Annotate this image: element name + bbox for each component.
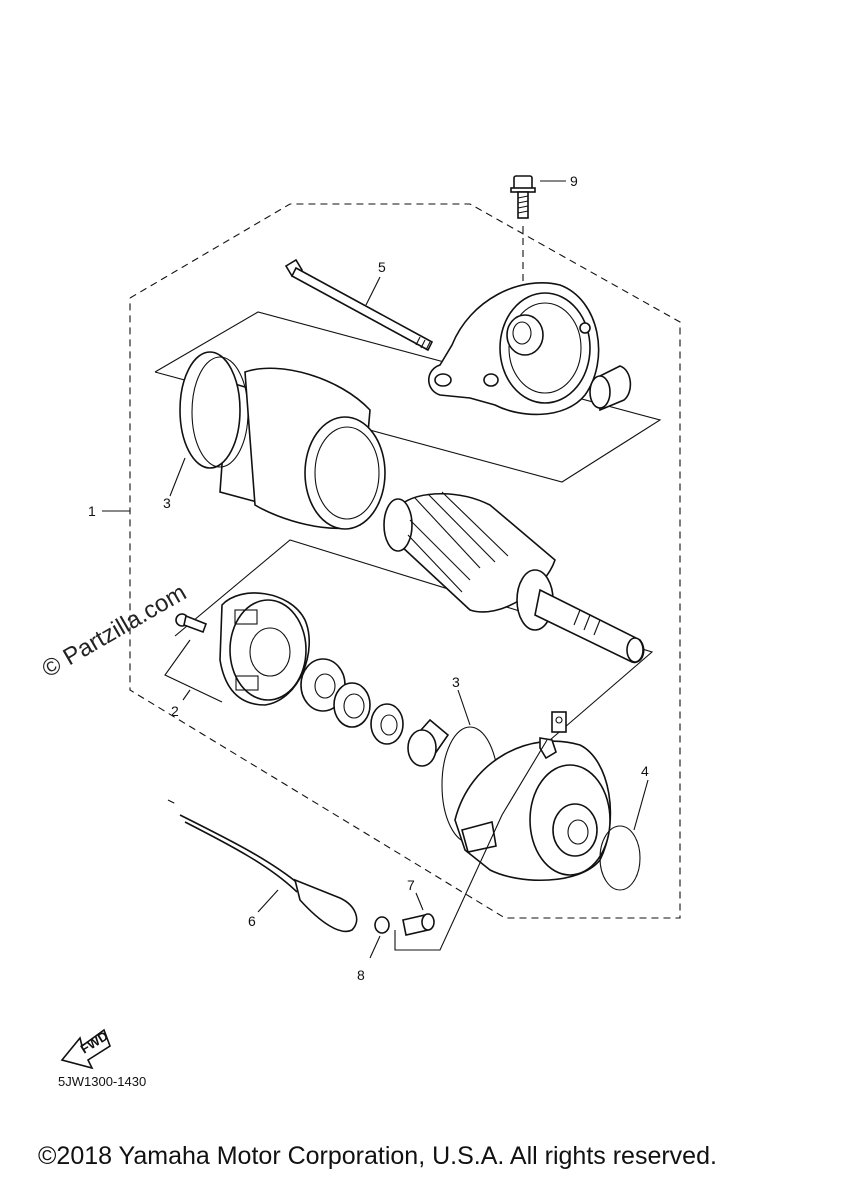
copyright-notice: ©2018 Yamaha Motor Corporation, U.S.A. A… — [38, 1142, 717, 1170]
o-ring-part-4 — [599, 825, 641, 891]
brush-holder — [219, 592, 310, 706]
through-bolt-part-5 — [284, 258, 434, 352]
armature — [383, 491, 645, 664]
bolt-part-9 — [510, 175, 536, 219]
diagram-code: 5JW1300-1430 — [58, 1074, 146, 1089]
callout-2: 2 — [171, 703, 179, 719]
callout-6: 6 — [248, 913, 256, 929]
watermark: © Partzilla.com — [38, 579, 192, 683]
fwd-arrow-icon: FWD — [60, 1028, 111, 1070]
washer-1 — [300, 658, 346, 712]
upper-frame-plane — [154, 311, 662, 483]
assembly-outline — [129, 203, 681, 919]
callout-8: 8 — [357, 967, 365, 983]
front-cover — [454, 711, 612, 882]
bushing — [589, 365, 632, 412]
callout-3-upper: 3 — [163, 495, 171, 511]
nut-part-8 — [374, 916, 390, 934]
callout-9: 9 — [570, 173, 578, 189]
callout-5: 5 — [378, 259, 386, 275]
callout-7: 7 — [407, 877, 415, 893]
washer-2 — [333, 682, 371, 728]
callout-1: 1 — [88, 503, 96, 519]
screw — [175, 613, 208, 634]
callout-3-lower: 3 — [452, 674, 460, 690]
lead-wire — [167, 799, 358, 933]
needle-bearing — [407, 718, 450, 767]
yoke-body — [179, 351, 386, 530]
bolt-part-7 — [402, 913, 435, 936]
callout-4: 4 — [641, 763, 649, 779]
bearing — [370, 703, 404, 745]
rear-cover — [427, 282, 600, 416]
